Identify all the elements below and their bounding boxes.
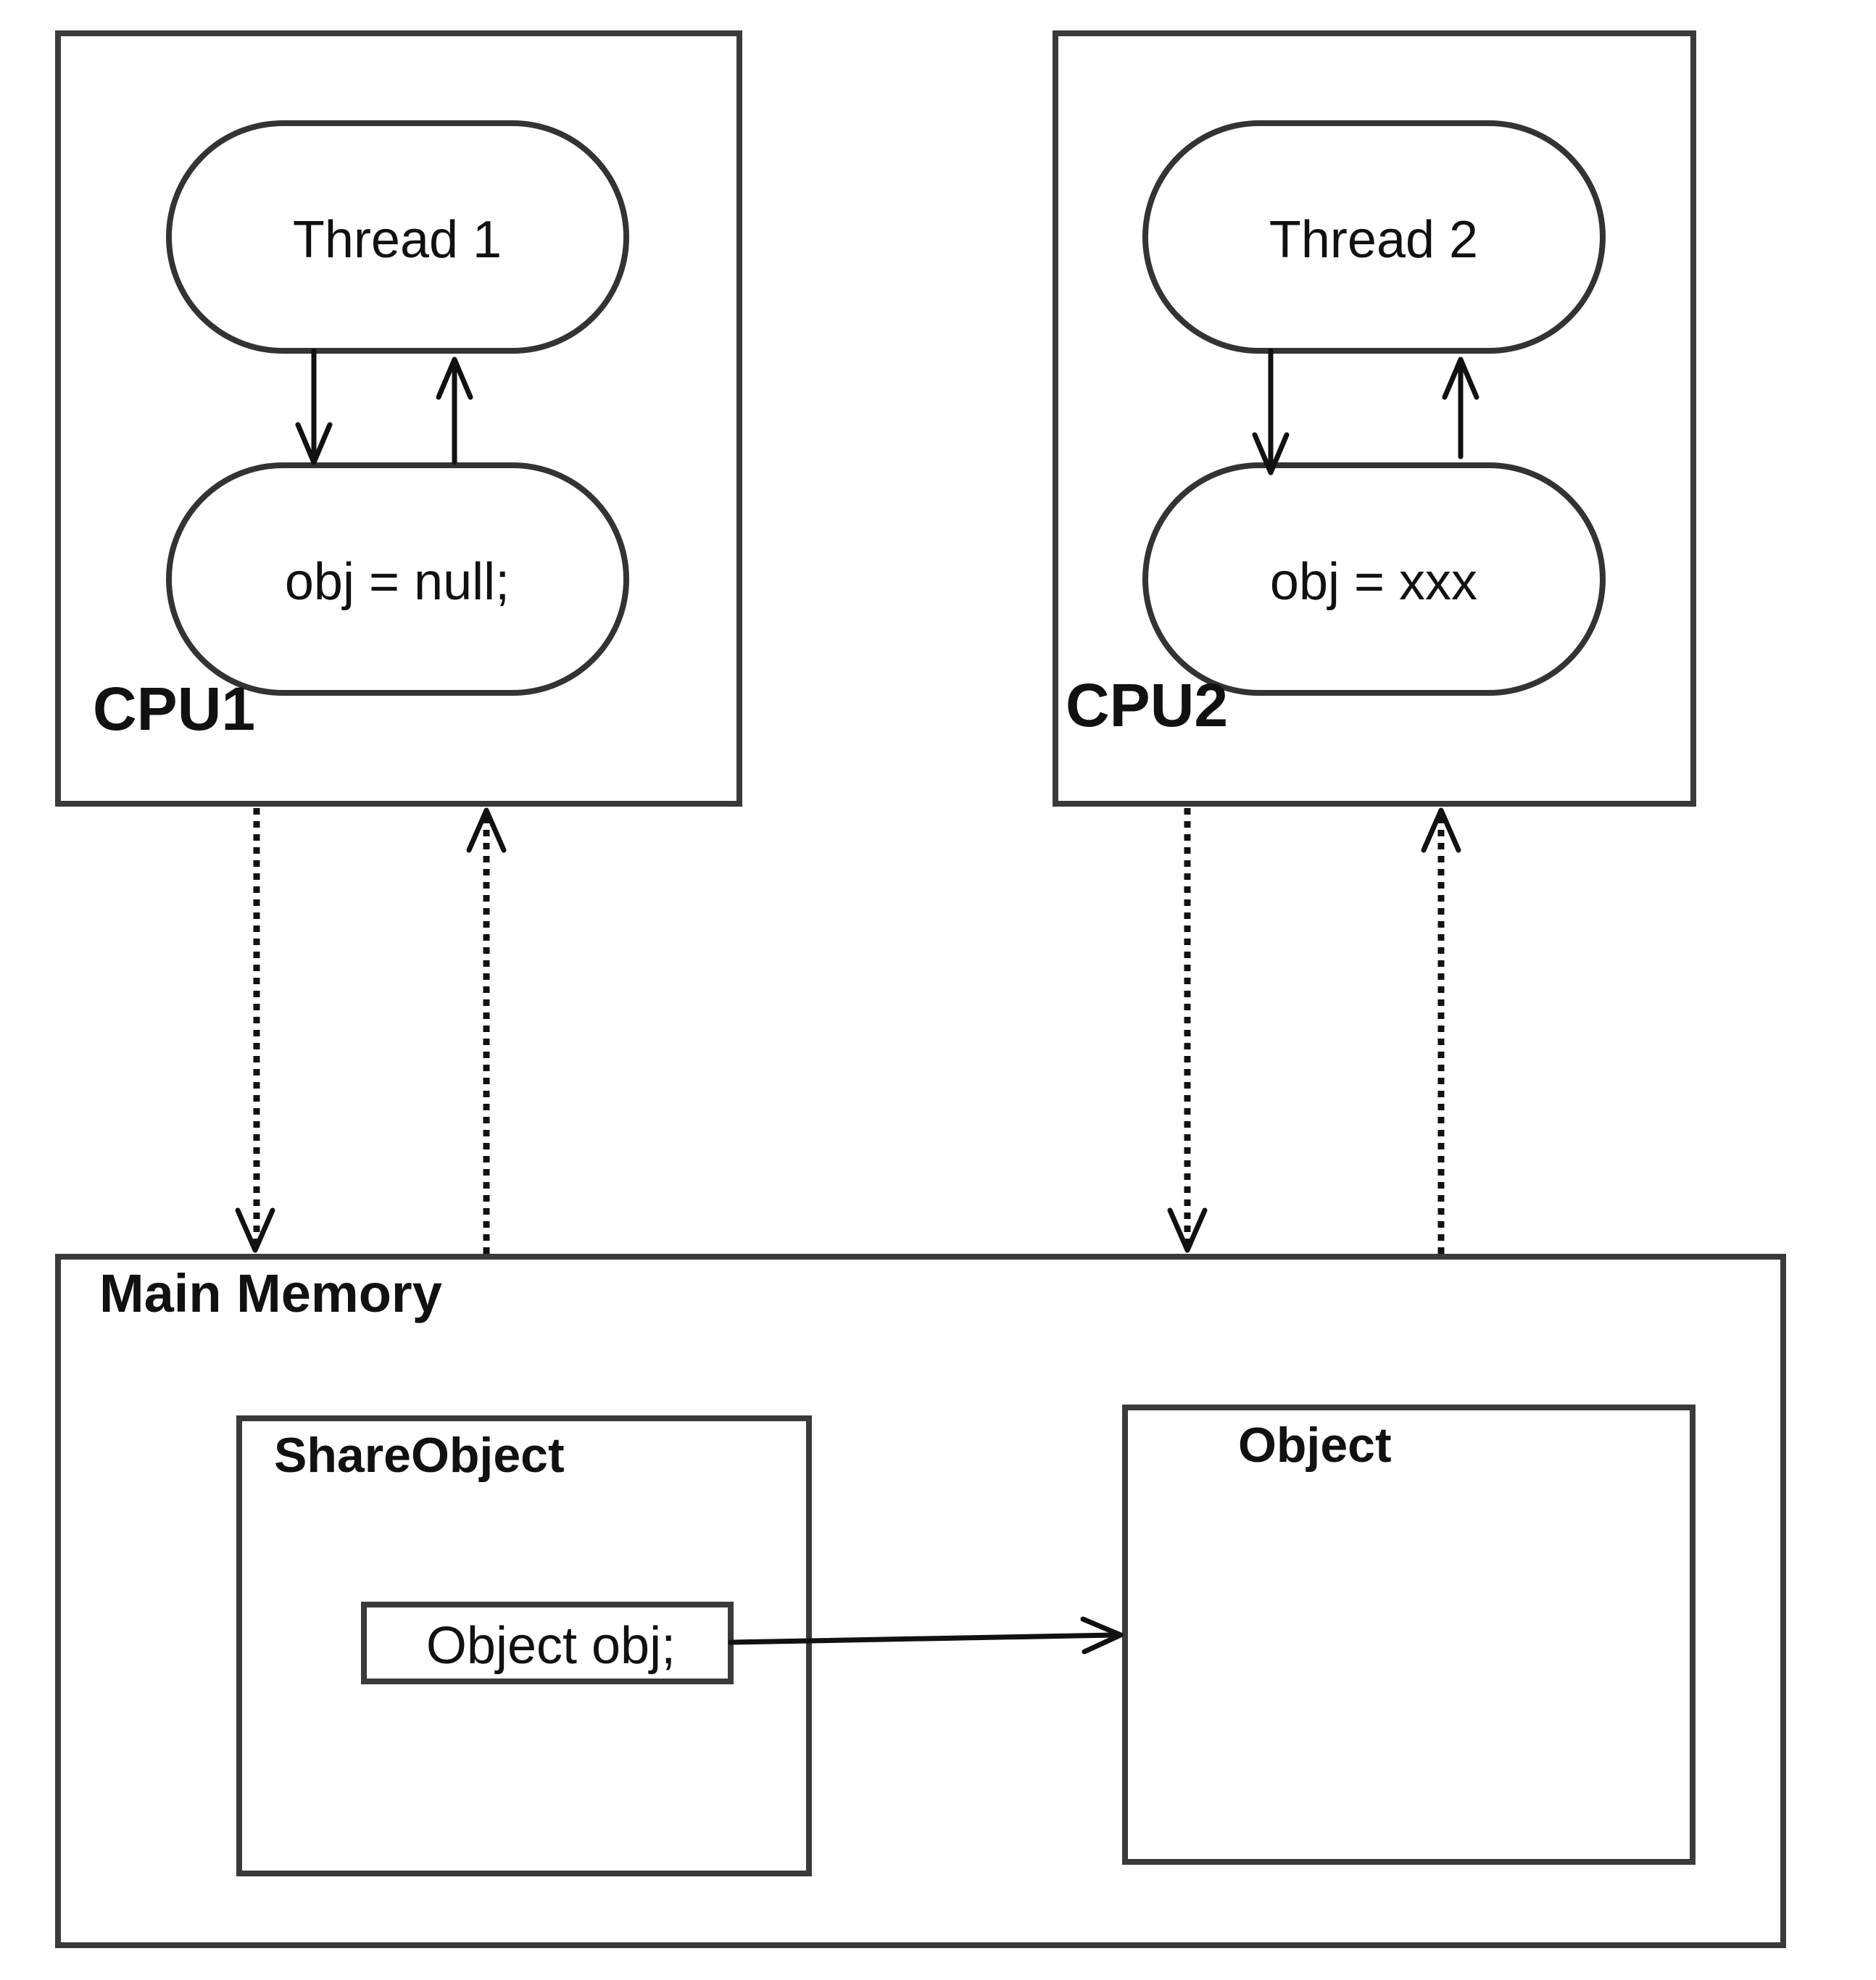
main-memory-group: Main Memory ShareObject Object obj; Obje… — [55, 1254, 1786, 1948]
cpu2-local-value-node — [1142, 462, 1606, 696]
thread2-label: Thread 2 — [1269, 211, 1478, 269]
cpu2-to-memory-arrow — [1167, 808, 1208, 1253]
share-object-field-label: Object obj; — [426, 1617, 676, 1675]
thread2-node — [1142, 120, 1606, 354]
cpu2-local-value-label: obj = xxx — [1270, 553, 1477, 611]
share-object-label: ShareObject — [274, 1428, 565, 1483]
main-memory-label: Main Memory — [99, 1263, 442, 1323]
share-object-field-box — [361, 1602, 734, 1684]
memory-to-cpu1-arrow — [466, 807, 507, 1254]
object-label: Object — [1238, 1418, 1392, 1473]
cpu1-group: Thread 1 obj = null; CPU1 — [55, 30, 742, 807]
memory-to-cpu2-arrow — [1421, 807, 1461, 1254]
thread1-write-arrow — [436, 357, 473, 465]
object-box — [1122, 1405, 1696, 1865]
cpu1-label: CPU1 — [93, 675, 255, 743]
cpu1-local-value-node — [166, 462, 629, 696]
thread2-write-arrow — [1442, 357, 1479, 459]
cpu1-local-value-label: obj = null; — [285, 553, 510, 611]
thread1-node — [166, 120, 629, 354]
reference-arrow — [728, 1616, 1124, 1655]
cpu2-group: Thread 2 obj = xxx CPU2 — [1053, 30, 1696, 807]
thread2-read-arrow — [1252, 348, 1290, 475]
cpu2-label: CPU2 — [1066, 671, 1228, 739]
thread1-label: Thread 1 — [293, 211, 502, 269]
cpu1-to-memory-arrow — [235, 808, 275, 1253]
thread1-read-arrow — [295, 348, 333, 465]
